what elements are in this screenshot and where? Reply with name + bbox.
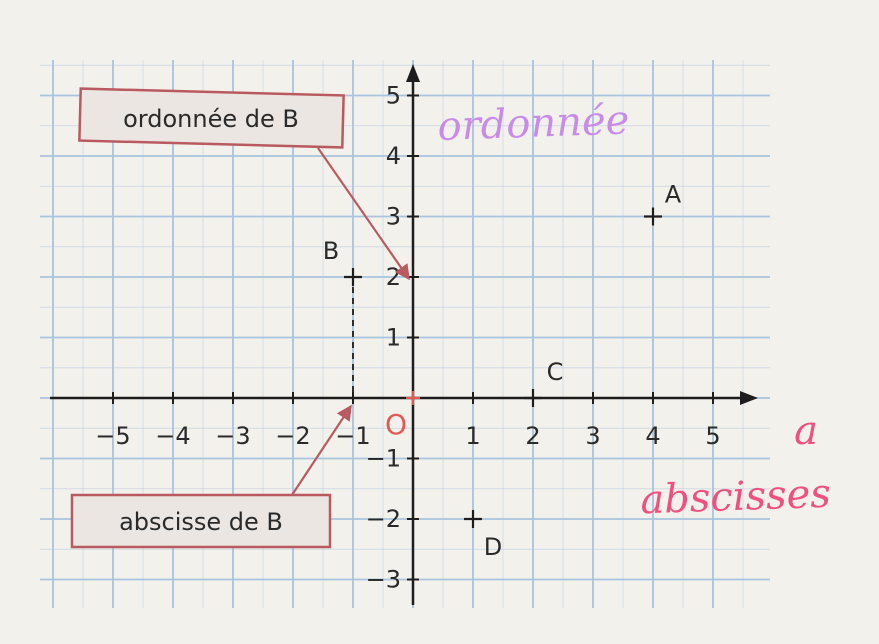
x-tick-label: −1 [335,422,370,450]
x-tick-label: 4 [645,422,660,450]
point-a-label: A [665,181,682,209]
y-tick-label: 2 [386,263,401,291]
axes [50,64,758,605]
y-tick-label: −1 [366,445,401,473]
x-tick-label: −5 [95,422,130,450]
callout-abscissa-box [70,493,332,549]
y-axis-arrow-icon [406,64,420,82]
handwritten-abscisses: abscisses [640,471,832,524]
x-tick-label: −2 [275,422,310,450]
y-tick-label: 5 [386,82,401,110]
callout-ordinate-arrow [317,147,410,281]
x-tick-label: 3 [585,422,600,450]
points: A B C D [323,181,682,562]
callout-abscissa-text: abscisse de B [119,508,283,536]
y-tick-label: −3 [366,566,401,594]
point-b-label: B [323,237,339,265]
x-tick-label: 2 [525,422,540,450]
x-tick-label: −3 [215,422,250,450]
x-tick-label: 5 [705,422,720,450]
callout-ordinate-box [78,87,345,149]
x-axis-arrow-icon [740,391,758,405]
axis-ticks: −5 −4 −3 −2 −1 1 2 3 4 5 −3 −2 −1 1 2 3 4 5 [95,82,720,594]
handwritten-a: a [794,408,818,454]
callout-abscissa-arrow [291,404,352,496]
x-tick-label: 1 [465,422,480,450]
x-tick-label: −4 [155,422,190,450]
origin-label: O [385,408,407,441]
handwritten-ordonnee: ordonnée [437,97,630,150]
point-c-label: C [547,358,564,386]
origin: O [385,391,420,441]
y-tick-label: 1 [386,324,401,352]
y-tick-label: 4 [386,142,401,170]
callout-ordinate: ordonnée de B [78,87,410,281]
point-d-label: D [484,533,502,561]
y-tick-label: −2 [366,505,401,533]
y-tick-label: 3 [386,203,401,231]
callout-abscissa: abscisse de B [70,404,352,549]
callout-ordinate-text: ordonnée de B [123,105,299,133]
